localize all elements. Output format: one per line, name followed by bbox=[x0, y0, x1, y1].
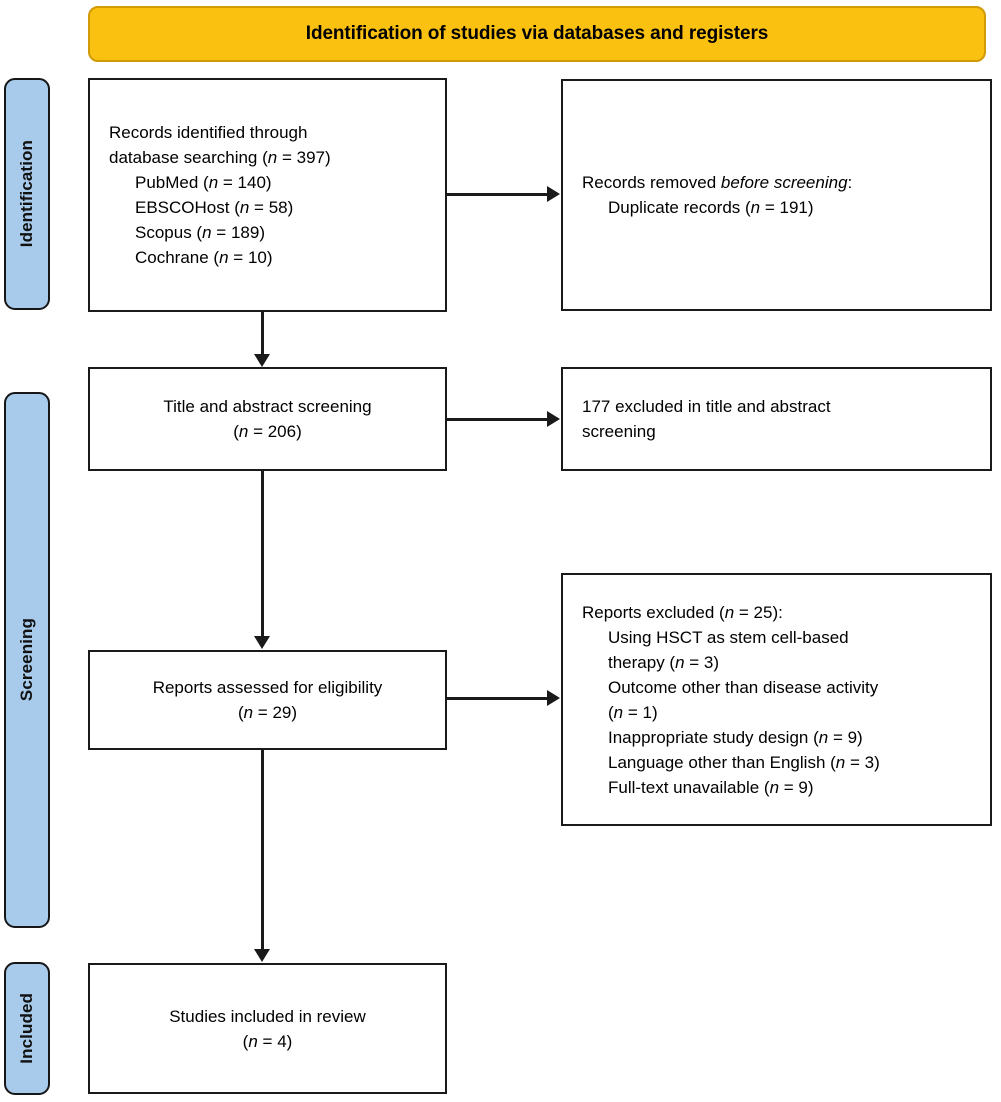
connector-screening-to-eligibility bbox=[261, 471, 264, 638]
stage-label-screening: Screening bbox=[17, 618, 36, 702]
stage-band-included: Included bbox=[4, 962, 50, 1095]
box-records-removed: Records removed before screening: Duplic… bbox=[561, 79, 992, 311]
connector-screening-to-excluded bbox=[447, 418, 549, 421]
stage-band-identification: Identification bbox=[4, 78, 50, 310]
connector-identified-to-removed bbox=[447, 193, 549, 196]
box-excluded-title-abstract: 177 excluded in title and abstract scree… bbox=[561, 367, 992, 471]
reason-outcome-line1: Outcome other than disease activity bbox=[608, 677, 879, 697]
reason-language: Language other than English (n = 3) bbox=[608, 752, 880, 772]
connector-identified-to-screening bbox=[261, 312, 264, 356]
box-records-identified-text: Records identified through database sear… bbox=[90, 120, 331, 270]
source-pubmed: PubMed (n = 140) bbox=[135, 173, 272, 192]
source-scopus: Scopus (n = 189) bbox=[135, 223, 265, 242]
reason-hsct-line1: Using HSCT as stem cell-based bbox=[608, 627, 849, 647]
reason-outcome-line2: (n = 1) bbox=[608, 702, 658, 722]
box-studies-included: Studies included in review (n = 4) bbox=[88, 963, 447, 1094]
stage-band-screening: Screening bbox=[4, 392, 50, 928]
reason-study-design: Inappropriate study design (n = 9) bbox=[608, 727, 863, 747]
records-removed-line1: Records removed before screening: bbox=[582, 173, 853, 192]
records-identified-line1: Records identified through bbox=[109, 123, 308, 142]
box-reports-excluded-text: Reports excluded (n = 25): Using HSCT as… bbox=[563, 600, 880, 800]
included-line1: Studies included in review bbox=[169, 1006, 366, 1026]
box-records-removed-text: Records removed before screening: Duplic… bbox=[563, 170, 852, 220]
connector-eligibility-to-included bbox=[261, 750, 264, 951]
title-screening-line1: Title and abstract screening bbox=[163, 397, 372, 416]
reports-excluded-heading: Reports excluded (n = 25): bbox=[582, 602, 783, 622]
box-title-abstract-screening: Title and abstract screening (n = 206) bbox=[88, 367, 447, 471]
source-cochrane: Cochrane (n = 10) bbox=[135, 248, 273, 267]
header-banner: Identification of studies via databases … bbox=[88, 6, 986, 62]
reason-hsct-line2: therapy (n = 3) bbox=[608, 652, 720, 672]
source-ebscohost: EBSCOHost (n = 58) bbox=[135, 198, 294, 217]
box-records-identified: Records identified through database sear… bbox=[88, 78, 447, 312]
eligibility-count: (n = 29) bbox=[237, 703, 298, 722]
box-reports-eligibility: Reports assessed for eligibility (n = 29… bbox=[88, 650, 447, 750]
arrowhead-right-icon bbox=[547, 690, 560, 706]
stage-label-identification: Identification bbox=[17, 140, 36, 248]
box-reports-eligibility-text: Reports assessed for eligibility (n = 29… bbox=[153, 675, 383, 725]
records-removed-duplicates: Duplicate records (n = 191) bbox=[608, 198, 814, 217]
arrowhead-right-icon bbox=[547, 186, 560, 202]
arrowhead-down-icon bbox=[254, 636, 270, 649]
records-identified-line2: database searching (n = 397) bbox=[109, 148, 331, 167]
box-studies-included-text: Studies included in review (n = 4) bbox=[169, 1004, 366, 1054]
box-reports-excluded: Reports excluded (n = 25): Using HSCT as… bbox=[561, 573, 992, 826]
excluded-ta-line1: 177 excluded in title and abstract bbox=[582, 397, 831, 416]
connector-eligibility-to-excluded bbox=[447, 697, 549, 700]
arrowhead-right-icon bbox=[547, 411, 560, 427]
title-screening-count: (n = 206) bbox=[233, 422, 302, 441]
eligibility-line1: Reports assessed for eligibility bbox=[152, 678, 383, 697]
box-excluded-title-abstract-text: 177 excluded in title and abstract scree… bbox=[563, 394, 831, 444]
arrowhead-down-icon bbox=[254, 949, 270, 962]
page-title: Identification of studies via databases … bbox=[305, 23, 769, 44]
box-title-abstract-screening-text: Title and abstract screening (n = 206) bbox=[163, 394, 371, 444]
reason-fulltext: Full-text unavailable (n = 9) bbox=[608, 777, 814, 797]
included-count: (n = 4) bbox=[242, 1031, 293, 1051]
stage-label-included: Included bbox=[17, 993, 36, 1064]
arrowhead-down-icon bbox=[254, 354, 270, 367]
excluded-ta-line2: screening bbox=[582, 422, 656, 441]
